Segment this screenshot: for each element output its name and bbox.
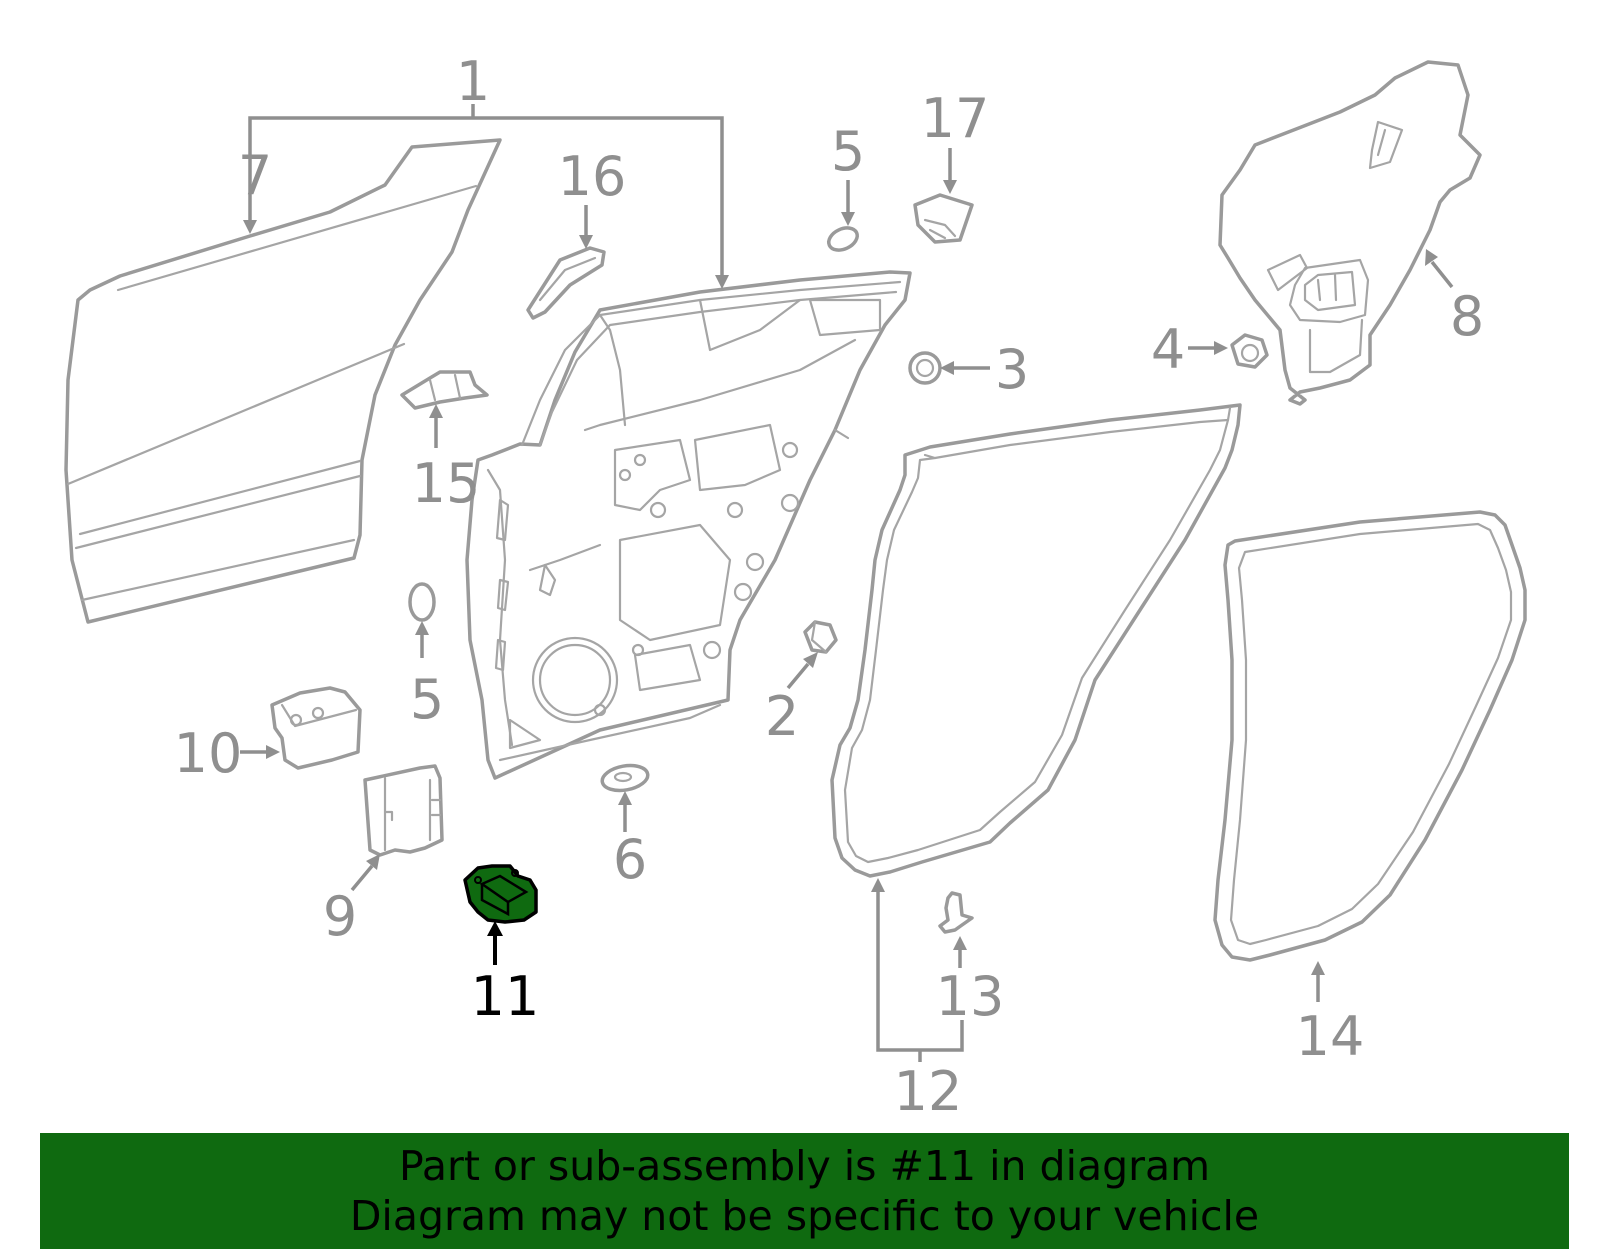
banner-line-2: Diagram may not be specific to your vehi… bbox=[349, 1192, 1260, 1240]
banner-line-1: Part or sub-assembly is #11 in diagram bbox=[398, 1142, 1211, 1190]
part-5-plug-top bbox=[827, 226, 859, 252]
callout-5-top: 5 bbox=[831, 120, 865, 183]
callout-16: 16 bbox=[558, 145, 627, 208]
part-4-clip bbox=[1230, 333, 1269, 369]
part-11-highlighted bbox=[463, 864, 538, 924]
callout-17: 17 bbox=[921, 87, 990, 150]
callout-15: 15 bbox=[412, 452, 481, 515]
part-3-grommet bbox=[908, 351, 942, 385]
callout-3: 3 bbox=[995, 338, 1029, 401]
callout-11-highlighted: 11 bbox=[471, 965, 540, 1028]
parts-diagram: 1 7 16 5 17 3 4 8 15 5 2 10 9 6 11 13 12… bbox=[64, 50, 1527, 1123]
part-12-weatherstrip bbox=[830, 403, 1242, 878]
callout-2: 2 bbox=[765, 685, 799, 748]
part-16-bracket bbox=[526, 246, 606, 320]
part-15-clip bbox=[400, 370, 489, 410]
callout-8: 8 bbox=[1450, 285, 1484, 348]
callout-1: 1 bbox=[456, 50, 490, 113]
part-7-outer-panel bbox=[64, 138, 502, 624]
callout-12: 12 bbox=[894, 1060, 963, 1123]
callout-5-mid: 5 bbox=[410, 668, 444, 731]
part-13-clip bbox=[938, 891, 974, 934]
callout-14: 14 bbox=[1296, 1005, 1365, 1068]
part-10-bracket bbox=[270, 686, 362, 770]
part-17-bracket bbox=[913, 193, 974, 244]
callout-4: 4 bbox=[1151, 318, 1185, 381]
callout-13: 13 bbox=[936, 965, 1005, 1028]
part-14-weatherstrip bbox=[1213, 510, 1527, 962]
part-1-door-frame bbox=[465, 270, 912, 780]
callout-9: 9 bbox=[323, 885, 357, 948]
part-6-pad bbox=[600, 763, 650, 793]
part-2-bolt bbox=[803, 620, 838, 654]
callout-7: 7 bbox=[238, 144, 272, 207]
notice-banner: Part or sub-assembly is #11 in diagram D… bbox=[40, 1133, 1569, 1249]
part-9-module bbox=[363, 764, 444, 857]
leader-lines bbox=[240, 104, 1454, 1062]
leader-11-highlighted bbox=[487, 921, 503, 965]
callout-10: 10 bbox=[174, 722, 243, 785]
part-5-plug-mid bbox=[408, 582, 436, 622]
callout-6: 6 bbox=[613, 828, 647, 891]
part-8-cover bbox=[1218, 60, 1482, 406]
